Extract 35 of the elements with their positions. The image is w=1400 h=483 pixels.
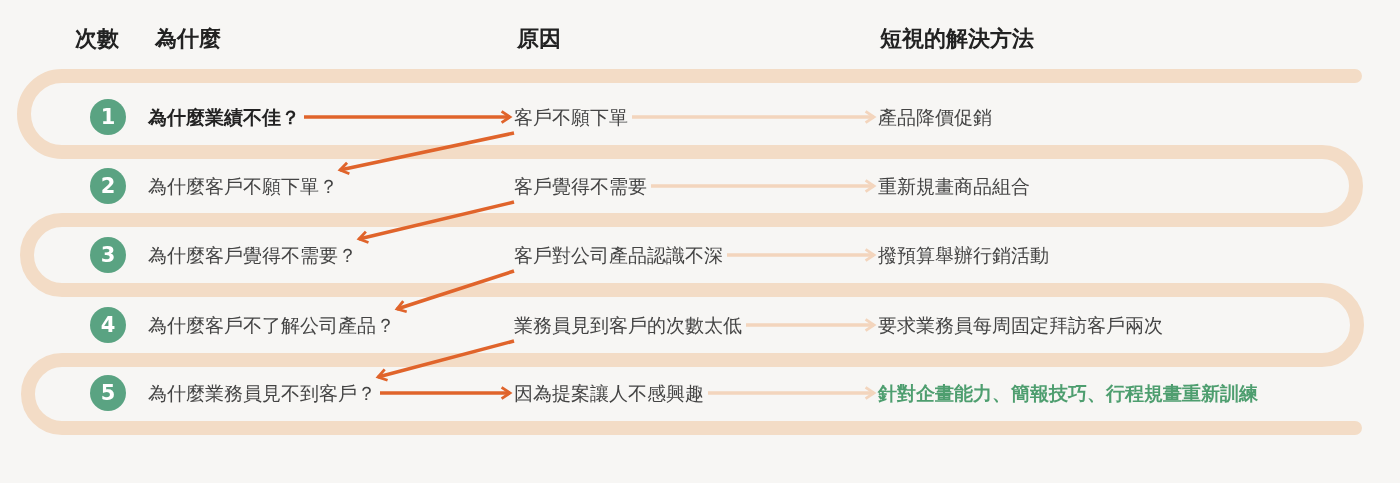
why-question: 為什麼業績不佳？: [148, 101, 458, 133]
step-number: 4: [90, 307, 126, 343]
arrow: [632, 110, 876, 124]
cause-text: 客戶對公司產品認識不深: [500, 239, 818, 271]
arrow: [357, 200, 515, 244]
arrow: [338, 131, 515, 176]
column-header: 次數: [75, 25, 119, 53]
column-header: 原因: [517, 25, 561, 53]
arrow: [380, 386, 512, 400]
solution-text: 撥預算舉辦行銷活動: [866, 239, 1366, 271]
cause-text: 因為提案讓人不感興趣: [500, 377, 818, 409]
cause-text: 客戶覺得不需要: [500, 170, 818, 202]
solution-text: 產品降價促銷: [866, 101, 1366, 133]
why-question: 為什麼客戶不願下單？: [148, 170, 458, 202]
solution-text: 針對企畫能力、簡報技巧、行程規畫重新訓練: [866, 377, 1366, 409]
arrow: [746, 318, 876, 332]
step-number: 2: [90, 168, 126, 204]
why-question: 為什麼業務員見不到客戶？: [148, 377, 458, 409]
step-number: 1: [90, 99, 126, 135]
cause-text: 客戶不願下單: [500, 101, 818, 133]
step-number: 5: [90, 375, 126, 411]
solution-text: 重新規畫商品組合: [866, 170, 1366, 202]
arrow: [708, 386, 876, 400]
solution-text: 要求業務員每周固定拜訪客戶兩次: [866, 309, 1366, 341]
arrow: [727, 248, 876, 262]
why-question: 為什麼客戶不了解公司產品？: [148, 309, 458, 341]
column-header: 短視的解決方法: [880, 25, 1034, 53]
why-question: 為什麼客戶覺得不需要？: [148, 239, 458, 271]
step-number: 3: [90, 237, 126, 273]
arrow: [651, 179, 876, 193]
arrow: [376, 339, 515, 382]
arrow: [395, 269, 515, 314]
column-header: 為什麼: [155, 25, 221, 53]
arrow: [304, 110, 512, 124]
cause-text: 業務員見到客戶的次數太低: [500, 309, 818, 341]
